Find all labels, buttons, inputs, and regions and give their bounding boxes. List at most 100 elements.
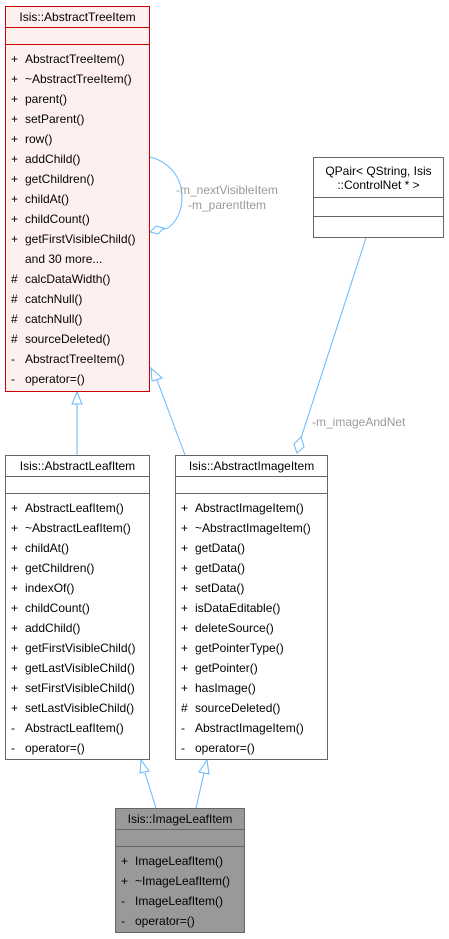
method-item[interactable]: +getLastVisibleChild() (6, 658, 149, 678)
visibility-marker: + (11, 681, 19, 695)
class-abstract-tree-item[interactable]: Isis::AbstractTreeItem +AbstractTreeItem… (5, 6, 150, 392)
method-name: parent() (25, 92, 68, 106)
method-item[interactable]: -ImageLeafItem() (116, 891, 244, 911)
self-association-diamond (149, 225, 165, 235)
method-item[interactable]: +getData() (176, 538, 327, 558)
method-item[interactable]: -operator=() (176, 738, 327, 758)
visibility-marker: + (11, 52, 19, 66)
method-item[interactable]: +isDataEditable() (176, 598, 327, 618)
method-item[interactable]: +childAt() (6, 538, 149, 558)
method-name: operator=() (25, 372, 85, 386)
class-abstract-image-item[interactable]: Isis::AbstractImageItem +AbstractImageIt… (175, 455, 328, 760)
class-title: Isis::ImageLeafItem (116, 809, 244, 830)
method-name: catchNull() (25, 292, 83, 306)
imageleaf-inherits-image-edge (195, 772, 205, 809)
method-item[interactable]: +deleteSource() (176, 618, 327, 638)
visibility-marker: + (181, 521, 189, 535)
method-item[interactable]: + parent() (6, 89, 149, 109)
method-name: calcDataWidth() (25, 272, 111, 286)
visibility-marker: + (11, 561, 19, 575)
visibility-marker: + (11, 661, 19, 675)
image-inherits-tree-arrow (150, 366, 163, 382)
method-item[interactable]: +getPointerType() (176, 638, 327, 658)
method-item[interactable]: -AbstractLeafItem() (6, 718, 149, 738)
method-item[interactable]: +getPointer() (176, 658, 327, 678)
method-name: childCount() (25, 212, 90, 226)
class-qpair[interactable]: QPair< QString, Isis ::ControlNet * > (313, 157, 444, 238)
method-item[interactable]: #sourceDeleted() (176, 698, 327, 718)
visibility-marker: + (181, 681, 189, 695)
method-item[interactable]: +getFirstVisibleChild() (6, 638, 149, 658)
method-item[interactable]: and 30 more... (6, 249, 149, 269)
method-item[interactable]: +indexOf() (6, 578, 149, 598)
visibility-marker: # (181, 701, 188, 715)
method-name: getData() (195, 541, 246, 555)
method-item[interactable]: +ImageLeafItem() (116, 851, 244, 871)
method-item[interactable]: +setLastVisibleChild() (6, 698, 149, 718)
method-item[interactable]: +~AbstractTreeItem() (6, 69, 149, 89)
method-item[interactable]: +~AbstractLeafItem() (6, 518, 149, 538)
visibility-marker: + (11, 521, 19, 535)
method-item[interactable]: +~AbstractImageItem() (176, 518, 327, 538)
method-item[interactable]: -operator=() (116, 911, 244, 931)
method-item[interactable]: -operator=() (6, 738, 149, 758)
visibility-marker: # (11, 312, 18, 326)
edge-label-next-visible: -m_nextVisibleItem (176, 183, 278, 197)
method-name: addChild() (25, 152, 81, 166)
method-name: deleteSource() (195, 621, 274, 635)
method-item[interactable]: +hasImage() (176, 678, 327, 698)
method-item[interactable]: #calcDataWidth() (6, 269, 149, 289)
method-item[interactable]: +AbstractLeafItem() (6, 498, 149, 518)
visibility-marker: + (11, 92, 19, 106)
method-name: ImageLeafItem() (135, 854, 224, 868)
leaf-inherits-tree-arrow (71, 390, 83, 405)
method-item[interactable]: +AbstractTreeItem() (6, 49, 149, 69)
method-list: +AbstractTreeItem()+~AbstractTreeItem()+… (6, 45, 149, 389)
method-name: ~AbstractTreeItem() (25, 72, 132, 86)
visibility-marker: + (11, 112, 19, 126)
method-item[interactable]: +getData() (176, 558, 327, 578)
method-item[interactable]: +getFirstVisibleChild() (6, 229, 149, 249)
method-item[interactable]: +setData() (176, 578, 327, 598)
visibility-marker: + (11, 581, 19, 595)
visibility-marker: - (11, 372, 15, 386)
method-item[interactable]: +getChildren() (6, 169, 149, 189)
method-item[interactable]: +addChild() (6, 149, 149, 169)
method-name: AbstractImageItem() (195, 501, 304, 515)
class-attributes (6, 28, 149, 45)
method-name: ImageLeafItem() (135, 894, 224, 908)
method-item[interactable]: #catchNull() (6, 289, 149, 309)
image-inherits-tree-edge (156, 379, 186, 456)
class-abstract-leaf-item[interactable]: Isis::AbstractLeafItem +AbstractLeafItem… (5, 455, 150, 760)
method-item[interactable]: #sourceDeleted() (6, 329, 149, 349)
class-image-leaf-item[interactable]: Isis::ImageLeafItem +ImageLeafItem()+~Im… (115, 808, 245, 933)
self-association-edge (149, 156, 183, 230)
method-item[interactable]: -AbstractTreeItem() (6, 349, 149, 369)
method-item[interactable]: +getChildren() (6, 558, 149, 578)
class-attributes (116, 830, 244, 847)
image-and-net-diamond (293, 436, 305, 454)
method-item[interactable]: +childCount() (6, 209, 149, 229)
method-item[interactable]: +childCount() (6, 598, 149, 618)
method-item[interactable]: +setParent() (6, 109, 149, 129)
method-name: setLastVisibleChild() (25, 701, 135, 715)
method-item[interactable]: #catchNull() (6, 309, 149, 329)
method-item[interactable]: +row() (6, 129, 149, 149)
method-item[interactable]: +addChild() (6, 618, 149, 638)
method-item[interactable]: +childAt() (6, 189, 149, 209)
method-item[interactable]: +~ImageLeafItem() (116, 871, 244, 891)
class-attributes (176, 477, 327, 494)
edge-label-image-and-net: -m_imageAndNet (312, 415, 406, 429)
method-name: setData() (195, 581, 245, 595)
method-name: AbstractImageItem() (195, 721, 304, 735)
method-item[interactable]: -AbstractImageItem() (176, 718, 327, 738)
imageleaf-inherits-leaf-arrow (139, 758, 150, 774)
method-list: +ImageLeafItem()+~ImageLeafItem()-ImageL… (116, 847, 244, 931)
method-item[interactable]: +setFirstVisibleChild() (6, 678, 149, 698)
method-item[interactable]: +AbstractImageItem() (176, 498, 327, 518)
method-item[interactable]: -operator=() (6, 369, 149, 389)
method-name: AbstractLeafItem() (25, 501, 124, 515)
method-name: getData() (195, 561, 246, 575)
visibility-marker: - (11, 721, 15, 735)
visibility-marker: + (121, 874, 129, 888)
